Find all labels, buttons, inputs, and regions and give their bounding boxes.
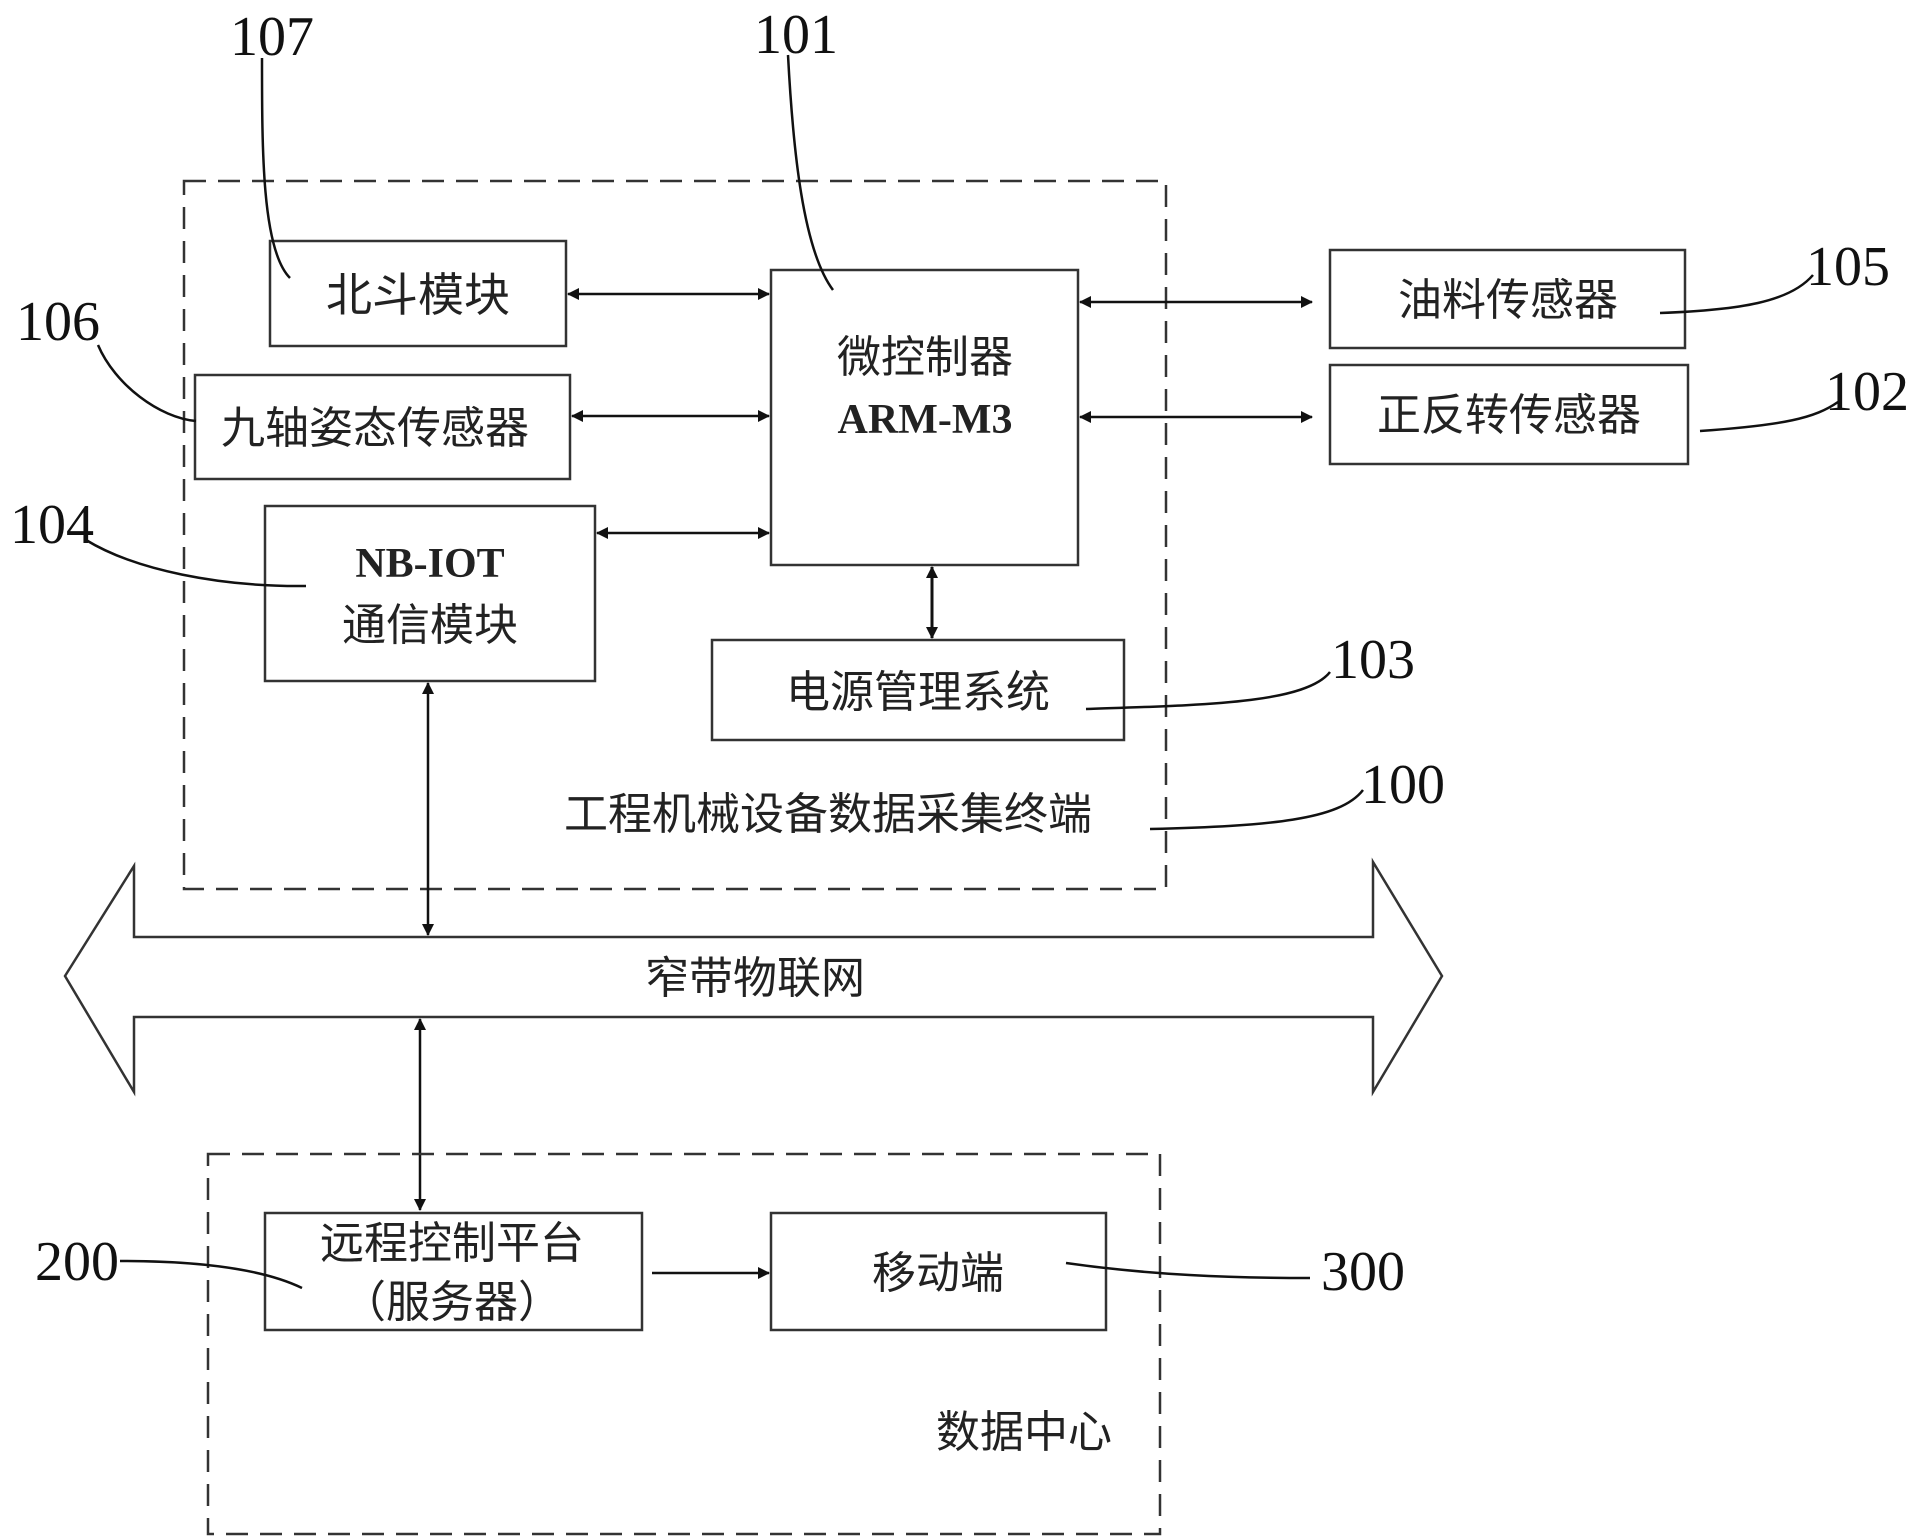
beidou-module-box	[268, 239, 568, 348]
mcu-model: ARM-M3	[838, 397, 1013, 443]
ref-101: 101	[754, 4, 838, 66]
network-label: 窄带物联网	[645, 953, 865, 1004]
ref-105: 105	[1806, 236, 1890, 298]
nbiot-module-subtitle: 通信模块	[342, 600, 518, 651]
leader-101	[786, 54, 835, 291]
oil-sensor-label: 油料传感器	[1398, 275, 1618, 326]
leader-107	[260, 57, 291, 279]
ref-103: 103	[1331, 629, 1415, 691]
leader-200	[119, 1259, 303, 1290]
ref-107: 107	[230, 6, 314, 68]
ref-102: 102	[1825, 361, 1909, 423]
leader-104	[85, 538, 307, 588]
terminal-boundary	[182, 179, 1168, 891]
leader-102	[1699, 400, 1839, 433]
data-center-label: 数据中心	[936, 1407, 1112, 1458]
remote-platform-line1: 远程控制平台	[320, 1218, 584, 1269]
leader-300	[1065, 1261, 1311, 1280]
ref-104: 104	[10, 494, 94, 556]
remote-platform-box	[263, 1211, 644, 1332]
ref-300: 300	[1321, 1241, 1405, 1303]
power-management-label: 电源管理系统	[786, 667, 1050, 718]
power-management-box	[710, 638, 1126, 742]
beidou-module-label: 北斗模块	[326, 268, 510, 322]
nbiot-module-title: NB-IOT	[355, 541, 504, 587]
nbiot-module-box	[263, 504, 597, 683]
rotation-sensor-box	[1328, 363, 1690, 466]
leader-103	[1085, 671, 1331, 711]
ref-106: 106	[16, 291, 100, 353]
data-center-boundary	[206, 1152, 1162, 1536]
nine-axis-sensor-label: 九轴姿态传感器	[221, 403, 529, 454]
leader-100	[1149, 789, 1364, 831]
ref-200: 200	[35, 1231, 119, 1293]
terminal-label: 工程机械设备数据采集终端	[564, 789, 1092, 840]
oil-sensor-box	[1328, 248, 1687, 350]
nine-axis-sensor-box	[193, 373, 572, 481]
mcu-box	[769, 268, 1080, 567]
mobile-terminal-box	[769, 1211, 1108, 1332]
leader-106	[96, 344, 197, 423]
leader-105	[1659, 274, 1814, 315]
mcu-title: 微控制器	[837, 332, 1013, 383]
rotation-sensor-label: 正反转传感器	[1377, 390, 1641, 441]
mobile-terminal-label: 移动端	[872, 1248, 1004, 1299]
remote-platform-line2: （服务器）	[342, 1277, 562, 1328]
ref-100: 100	[1361, 754, 1445, 816]
